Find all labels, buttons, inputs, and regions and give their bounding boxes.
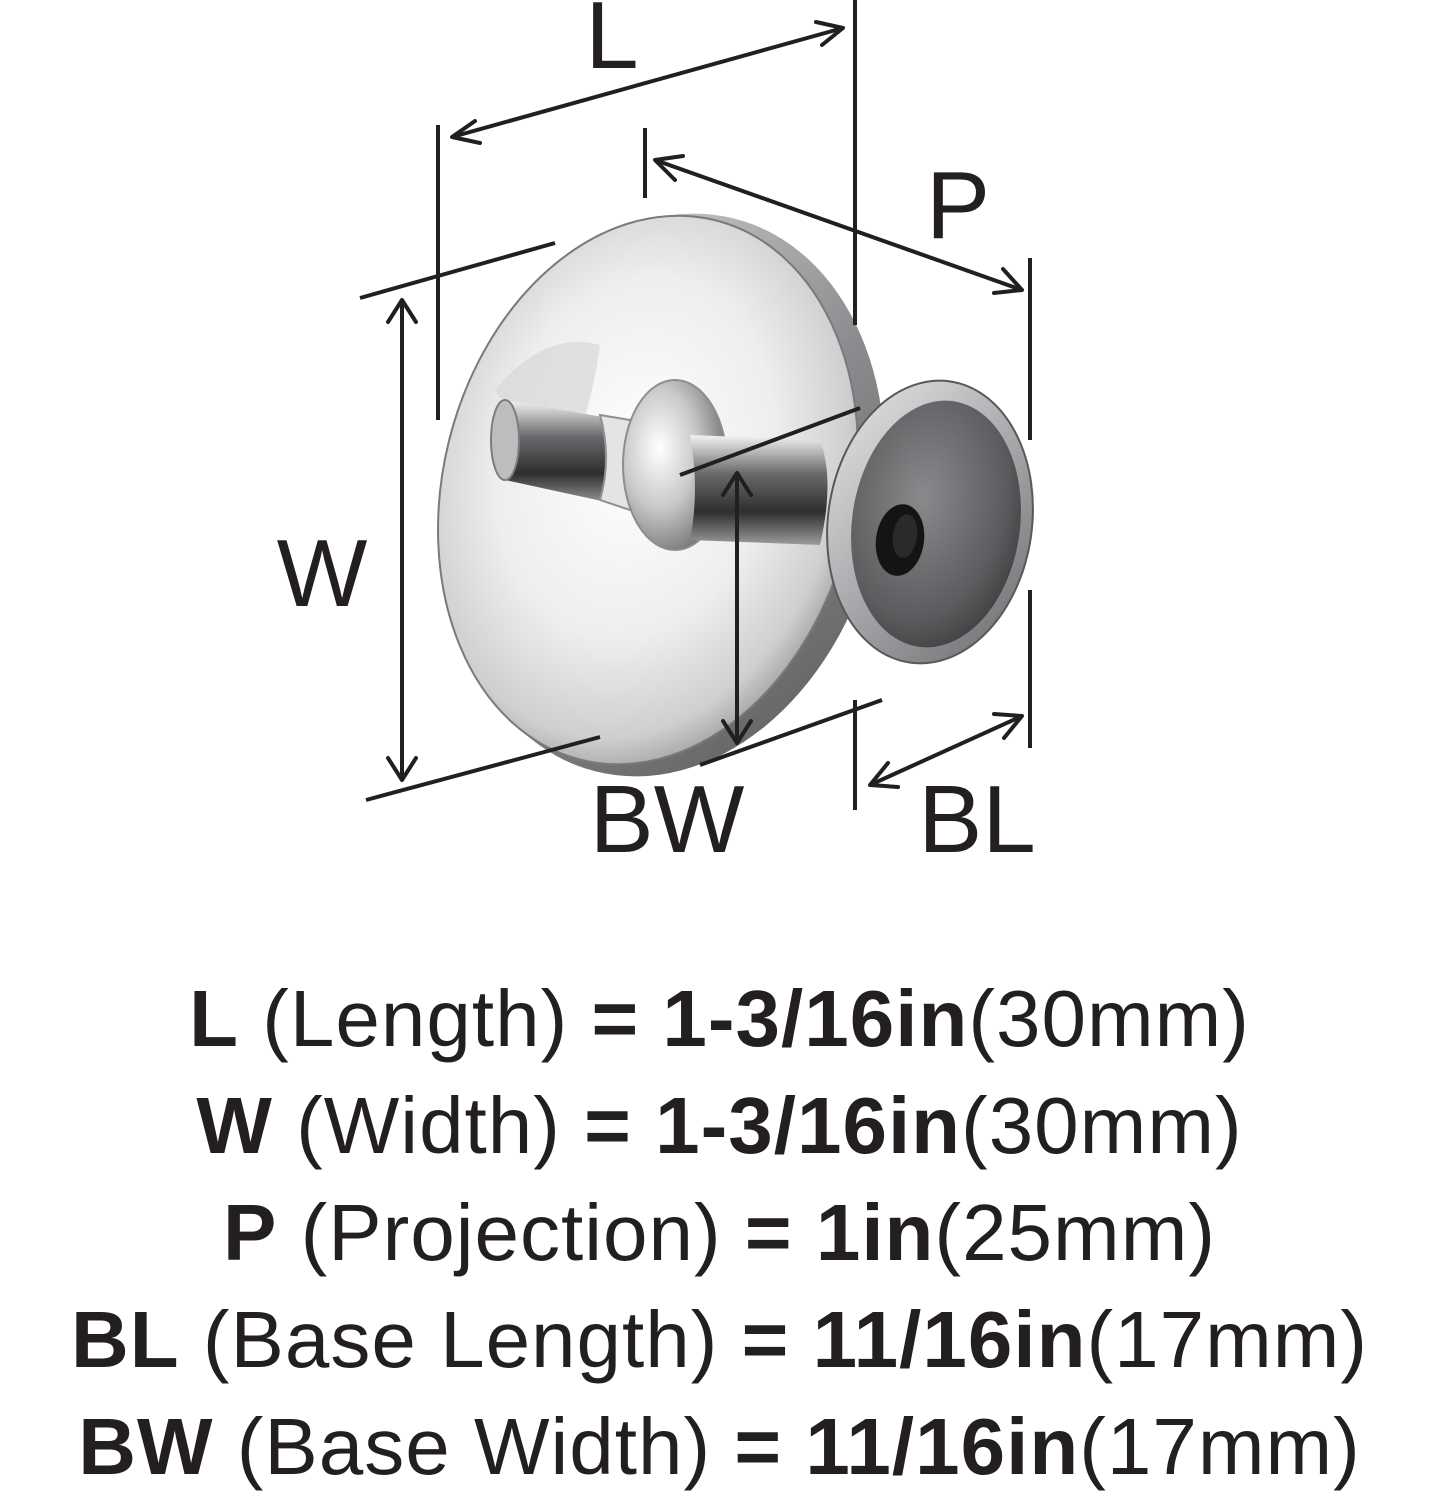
spec-mm: (17mm) — [1086, 1295, 1369, 1384]
label-L: L — [585, 0, 638, 89]
spec-name: (Projection) — [300, 1188, 722, 1277]
dimension-diagram: L P W BW BL — [277, 0, 1036, 873]
spec-base-length: BL (Base Length) = 11/16in(17mm) — [0, 1286, 1439, 1393]
label-P: P — [926, 152, 990, 259]
label-W: W — [277, 520, 368, 627]
spec-equals: = — [741, 1295, 790, 1384]
spec-projection: P (Projection) = 1in(25mm) — [0, 1179, 1439, 1286]
knob-cap — [826, 379, 1034, 665]
spec-mm: (17mm) — [1079, 1402, 1361, 1491]
spec-inch: 11/16in — [812, 1295, 1087, 1384]
spec-name: (Base Length) — [202, 1295, 719, 1384]
label-BW: BW — [590, 766, 745, 873]
spec-abbr: W — [196, 1081, 273, 1170]
spec-abbr: BW — [78, 1402, 214, 1491]
spec-mm: (30mm) — [961, 1081, 1243, 1170]
spec-name: (Length) — [262, 974, 569, 1063]
spec-length: L (Length) = 1-3/16in(30mm) — [0, 965, 1439, 1072]
spec-mm: (25mm) — [934, 1188, 1216, 1277]
spec-name: (Base Width) — [236, 1402, 712, 1491]
spec-equals: = — [734, 1402, 783, 1491]
spec-base-width: BW (Base Width) = 11/16in(17mm) — [0, 1393, 1439, 1500]
spec-abbr: L — [189, 974, 239, 1063]
spec-name: (Width) — [296, 1081, 561, 1170]
spec-equals: = — [591, 974, 640, 1063]
spec-width: W (Width) = 1-3/16in(30mm) — [0, 1072, 1439, 1179]
dimension-lines — [359, 0, 1032, 810]
spec-equals: = — [744, 1188, 793, 1277]
knob-illustration — [437, 213, 1034, 777]
spec-abbr: P — [223, 1188, 278, 1277]
dimension-specs: L (Length) = 1-3/16in(30mm) W (Width) = … — [0, 965, 1439, 1500]
spec-inch: 1-3/16in — [662, 974, 969, 1063]
label-BL: BL — [918, 766, 1035, 873]
spec-mm: (30mm) — [968, 974, 1250, 1063]
spec-abbr: BL — [70, 1295, 180, 1384]
spec-inch: 1in — [815, 1188, 935, 1277]
spec-inch: 1-3/16in — [655, 1081, 962, 1170]
stem — [490, 379, 828, 551]
spec-equals: = — [584, 1081, 632, 1170]
spec-inch: 11/16in — [805, 1402, 1080, 1491]
